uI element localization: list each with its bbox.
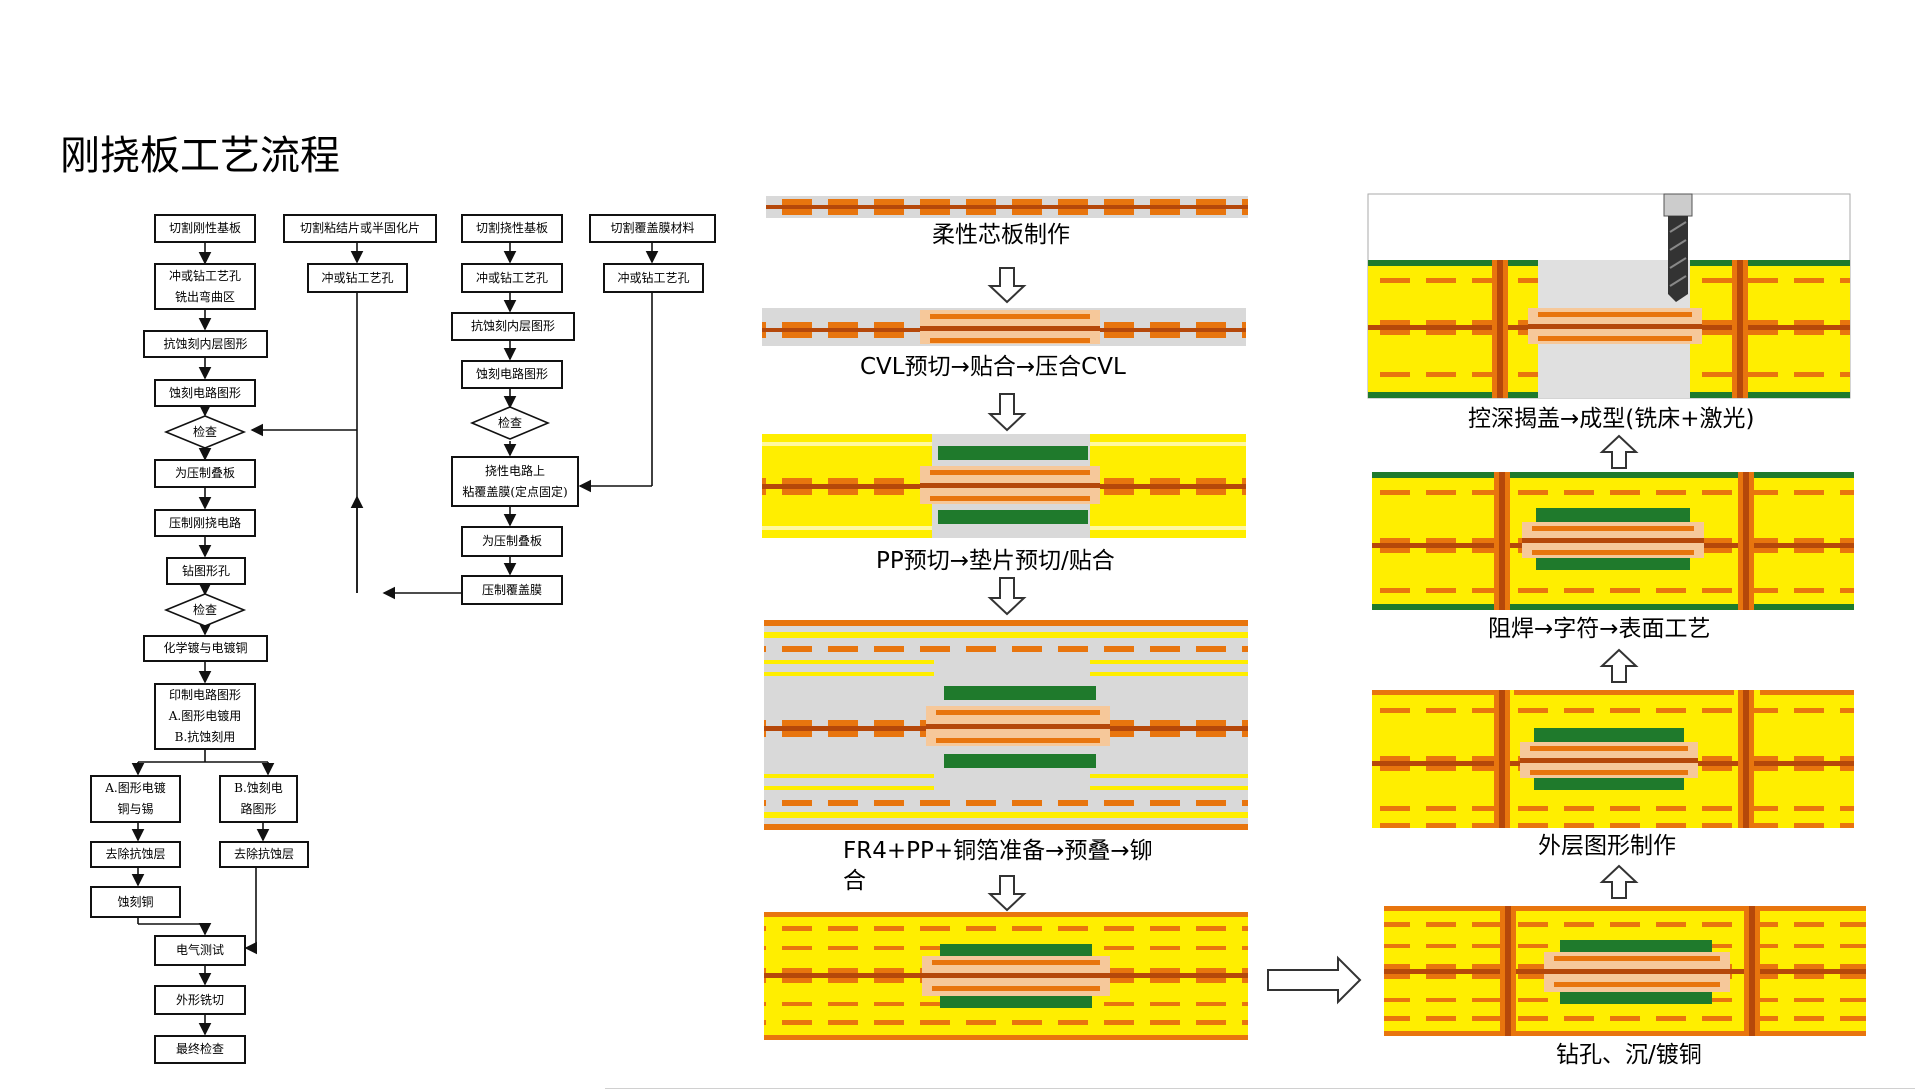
fc-punch-col3: 冲或钻工艺孔 bbox=[461, 263, 563, 293]
fc-punch-mill-bend: 冲或钻工艺孔 铣出弯曲区 bbox=[154, 263, 256, 310]
caption-fr4: FR4+PP+铜箔准备→预叠→铆合 bbox=[843, 838, 1153, 894]
step-arrows bbox=[987, 267, 1639, 1005]
up-arrow-2 bbox=[1599, 648, 1639, 683]
fc-electrical-test: 电气测试 bbox=[154, 935, 246, 966]
fc-etch-copper: 蚀刻铜 bbox=[90, 886, 181, 918]
fc-etch-circuit-1: 蚀刻电路图形 bbox=[154, 379, 256, 407]
fc-press-coverlay: 压制覆盖膜 bbox=[461, 575, 563, 605]
panel-pp bbox=[762, 434, 1246, 538]
caption-flex-core: 柔性芯板制作 bbox=[932, 222, 1070, 248]
panel-cvl bbox=[762, 308, 1246, 346]
fc-etch-circuit-2: 蚀刻电路图形 bbox=[461, 360, 563, 389]
fc-outline-milling: 外形铣切 bbox=[154, 985, 246, 1015]
milling-bit-icon bbox=[1663, 193, 1693, 217]
fc-check-1: 检查 bbox=[192, 424, 217, 439]
caption-cvl: CVL预切→贴合→压合CVL bbox=[860, 354, 1126, 380]
fc-cut-flex-base: 切割挠性基板 bbox=[461, 214, 563, 243]
fc-final-inspection: 最终检查 bbox=[154, 1035, 246, 1064]
page-title: 刚挠板工艺流程 bbox=[60, 133, 340, 179]
fc-plating-copper: 化学镀与电镀铜 bbox=[143, 635, 268, 662]
fc-punch-col4: 冲或钻工艺孔 bbox=[603, 263, 704, 293]
caption-depth-milling: 控深揭盖→成型(铣床+激光) bbox=[1468, 406, 1755, 432]
caption-outer-pattern: 外层图形制作 bbox=[1538, 833, 1676, 859]
fc-cut-coverlay: 切割覆盖膜材料 bbox=[589, 214, 716, 243]
fc-strip-resist-a: 去除抗蚀层 bbox=[90, 841, 181, 868]
panel-depth-milling bbox=[1367, 193, 1851, 399]
fc-cut-rigid-base: 切割刚性基板 bbox=[154, 214, 256, 243]
fc-flex-coverlay-attach: 挠性电路上 粘覆盖膜(定点固定) bbox=[451, 456, 579, 507]
fc-stack-for-press-2: 为压制叠板 bbox=[461, 526, 563, 557]
fc-drill-holes: 钻图形孔 bbox=[166, 557, 246, 585]
down-arrow-1 bbox=[987, 267, 1027, 304]
fc-pattern-plating-a: A.图形电镀 铜与锡 bbox=[90, 775, 181, 823]
fc-stack-for-press-1: 为压制叠板 bbox=[154, 459, 256, 488]
fc-resist-inner-2: 抗蚀刻内层图形 bbox=[451, 312, 575, 341]
up-arrow-3 bbox=[1599, 434, 1639, 469]
fc-check-2: 检查 bbox=[497, 415, 522, 430]
caption-drill: 钻孔、沉/镀铜 bbox=[1556, 1042, 1702, 1068]
caption-pp: PP预切→垫片预切/贴合 bbox=[876, 548, 1115, 574]
panel-flex-core bbox=[766, 196, 1248, 218]
caption-solder-mask: 阻焊→字符→表面工艺 bbox=[1488, 616, 1711, 642]
panel-fr4-stack bbox=[764, 620, 1248, 830]
fc-check-3: 检查 bbox=[192, 602, 217, 617]
fc-strip-resist-b: 去除抗蚀层 bbox=[219, 841, 309, 868]
fc-press-rigid-flex: 压制刚挠电路 bbox=[154, 509, 256, 537]
decision-diamond-1 bbox=[163, 415, 247, 449]
panel-laminated bbox=[764, 912, 1248, 1040]
up-arrow-1 bbox=[1599, 864, 1639, 899]
panel-drilled bbox=[1384, 906, 1866, 1036]
down-arrow-2 bbox=[987, 393, 1027, 432]
decision-diamond-3 bbox=[163, 593, 247, 627]
panel-outer-pattern bbox=[1372, 690, 1854, 828]
down-arrow-4 bbox=[987, 875, 1027, 912]
fc-resist-inner-1: 抗蚀刻内层图形 bbox=[143, 330, 268, 358]
fc-punch-col2: 冲或钻工艺孔 bbox=[307, 263, 408, 293]
fc-cut-prepreg: 切割粘结片或半固化片 bbox=[283, 214, 437, 243]
down-arrow-3 bbox=[987, 577, 1027, 616]
decision-diamond-2 bbox=[469, 406, 551, 440]
fc-etch-pattern-b: B.蚀刻电 路图形 bbox=[219, 775, 298, 823]
right-arrow bbox=[1267, 955, 1362, 1005]
panel-solder-mask bbox=[1372, 472, 1854, 610]
fc-print-pattern: 印制电路图形 A.图形电镀用 B.抗蚀刻用 bbox=[154, 683, 256, 750]
